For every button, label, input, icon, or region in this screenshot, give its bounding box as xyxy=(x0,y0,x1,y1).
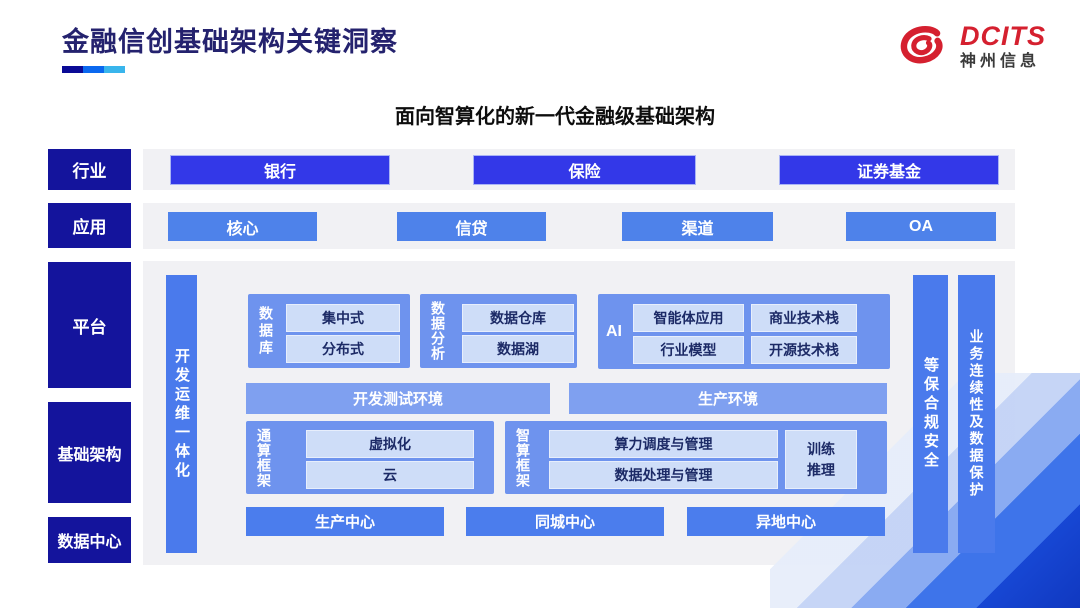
database-group-box: 数据库 集中式 分布式 xyxy=(248,294,410,368)
layer-label-industry: 行业 xyxy=(48,149,131,190)
industry-item-securities: 证券基金 xyxy=(779,155,999,185)
continuity-vertical-bar: 业务连续性及数据保护 xyxy=(958,275,995,553)
database-item-centralized: 集中式 xyxy=(286,304,400,332)
ai-item-commercial-stack: 商业技术栈 xyxy=(751,304,857,332)
general-compute-item-virtualization: 虚拟化 xyxy=(306,430,474,458)
ai-group-label: AI xyxy=(606,322,622,340)
intelligent-compute-item-scheduling: 算力调度与管理 xyxy=(549,430,778,458)
ai-group-box: AI 智能体应用 商业技术栈 行业模型 开源技术栈 xyxy=(598,294,890,369)
general-compute-item-cloud: 云 xyxy=(306,461,474,489)
general-compute-group-box: 通算框架 虚拟化 云 xyxy=(246,421,494,494)
dev-test-environment-bar: 开发测试环境 xyxy=(246,383,550,414)
devops-vertical-bar: 开发运维一体化 xyxy=(166,275,197,553)
production-environment-bar: 生产环境 xyxy=(569,383,887,414)
analytics-group-label: 数据分析 xyxy=(430,301,446,361)
layer-label-application: 应用 xyxy=(48,203,131,248)
center-item-remote: 异地中心 xyxy=(687,507,885,536)
app-item-oa: OA xyxy=(846,212,996,241)
ai-item-agent-apps: 智能体应用 xyxy=(633,304,744,332)
industry-item-bank: 银行 xyxy=(170,155,390,185)
app-item-channel: 渠道 xyxy=(622,212,773,241)
analytics-item-warehouse: 数据仓库 xyxy=(462,304,574,332)
intelligent-compute-group-box: 智算框架 算力调度与管理 数据处理与管理 训练 推理 xyxy=(505,421,887,494)
swirl-icon xyxy=(892,18,952,75)
analytics-item-lake: 数据湖 xyxy=(462,335,574,363)
database-item-distributed: 分布式 xyxy=(286,335,400,363)
analytics-group-box: 数据分析 数据仓库 数据湖 xyxy=(420,294,577,368)
compliance-vertical-bar: 等保合规安全 xyxy=(913,275,948,553)
app-item-core: 核心 xyxy=(168,212,317,241)
center-item-same-city: 同城中心 xyxy=(466,507,664,536)
diagram-title: 面向智算化的新一代金融级基础架构 xyxy=(395,106,715,128)
layer-label-infrastructure: 基础架构 xyxy=(48,402,131,503)
ai-item-industry-models: 行业模型 xyxy=(633,336,744,364)
industry-item-insurance: 保险 xyxy=(473,155,696,185)
page-title: 金融信创基础架构关键洞察 xyxy=(62,27,398,57)
general-compute-label: 通算框架 xyxy=(256,427,272,488)
intelligent-compute-label: 智算框架 xyxy=(515,427,531,488)
intelligent-compute-item-data-mgmt: 数据处理与管理 xyxy=(549,461,778,489)
logo-brand-text: DCITS xyxy=(960,21,1046,52)
devops-bar-label: 开发运维一体化 xyxy=(173,347,190,481)
title-underline xyxy=(62,66,125,73)
layer-label-datacenter: 数据中心 xyxy=(48,517,131,563)
training-inference-box: 训练 推理 xyxy=(785,430,857,489)
dcits-logo: DCITS 神州信息 xyxy=(892,18,1046,75)
app-item-credit: 信贷 xyxy=(397,212,546,241)
center-item-production: 生产中心 xyxy=(246,507,444,536)
ai-item-opensource-stack: 开源技术栈 xyxy=(751,336,857,364)
database-group-label: 数据库 xyxy=(258,305,274,357)
logo-company-text: 神州信息 xyxy=(960,52,1041,70)
continuity-bar-label: 业务连续性及数据保护 xyxy=(968,329,985,499)
training-line: 训练 xyxy=(807,441,835,458)
inference-line: 推理 xyxy=(807,461,835,478)
layer-label-platform: 平台 xyxy=(48,262,131,388)
compliance-bar-label: 等保合规安全 xyxy=(922,357,939,471)
